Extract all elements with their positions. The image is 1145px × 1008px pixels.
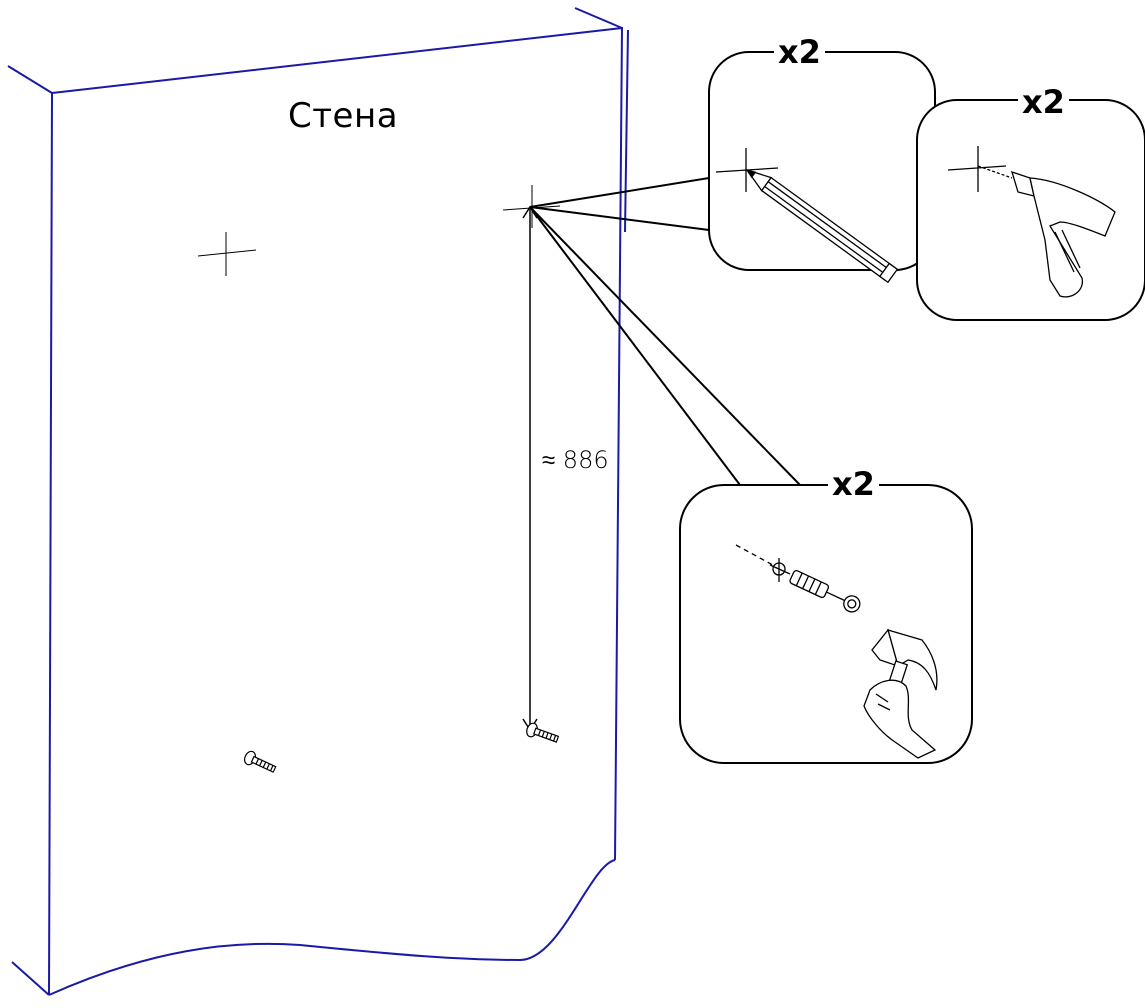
- wall-label: Стена: [288, 96, 399, 136]
- callout-hammer-pointer: [529, 206, 801, 486]
- quantity-label-drill: x2: [1018, 84, 1069, 120]
- wall-panel: [7, 7, 629, 996]
- hammer-icon: [863, 628, 938, 759]
- quantity-label-anchor: x2: [828, 466, 879, 502]
- pencil-icon: [715, 148, 899, 284]
- drill-mark-left: [197, 232, 257, 276]
- screw-right: [526, 722, 560, 743]
- callout-bubble-anchor: [679, 484, 973, 764]
- screw-left: [243, 750, 277, 773]
- quantity-label-mark: x2: [774, 34, 825, 70]
- distance-label: ≈ 886: [540, 446, 611, 475]
- drill-icon: [947, 146, 1116, 298]
- callout-pencil-pointer: [529, 177, 710, 231]
- callout-bubble-mark: [708, 51, 936, 284]
- callout-bubble-drill: [916, 99, 1145, 321]
- dimension-line: [522, 205, 538, 732]
- wall-plug-icon: [735, 544, 861, 613]
